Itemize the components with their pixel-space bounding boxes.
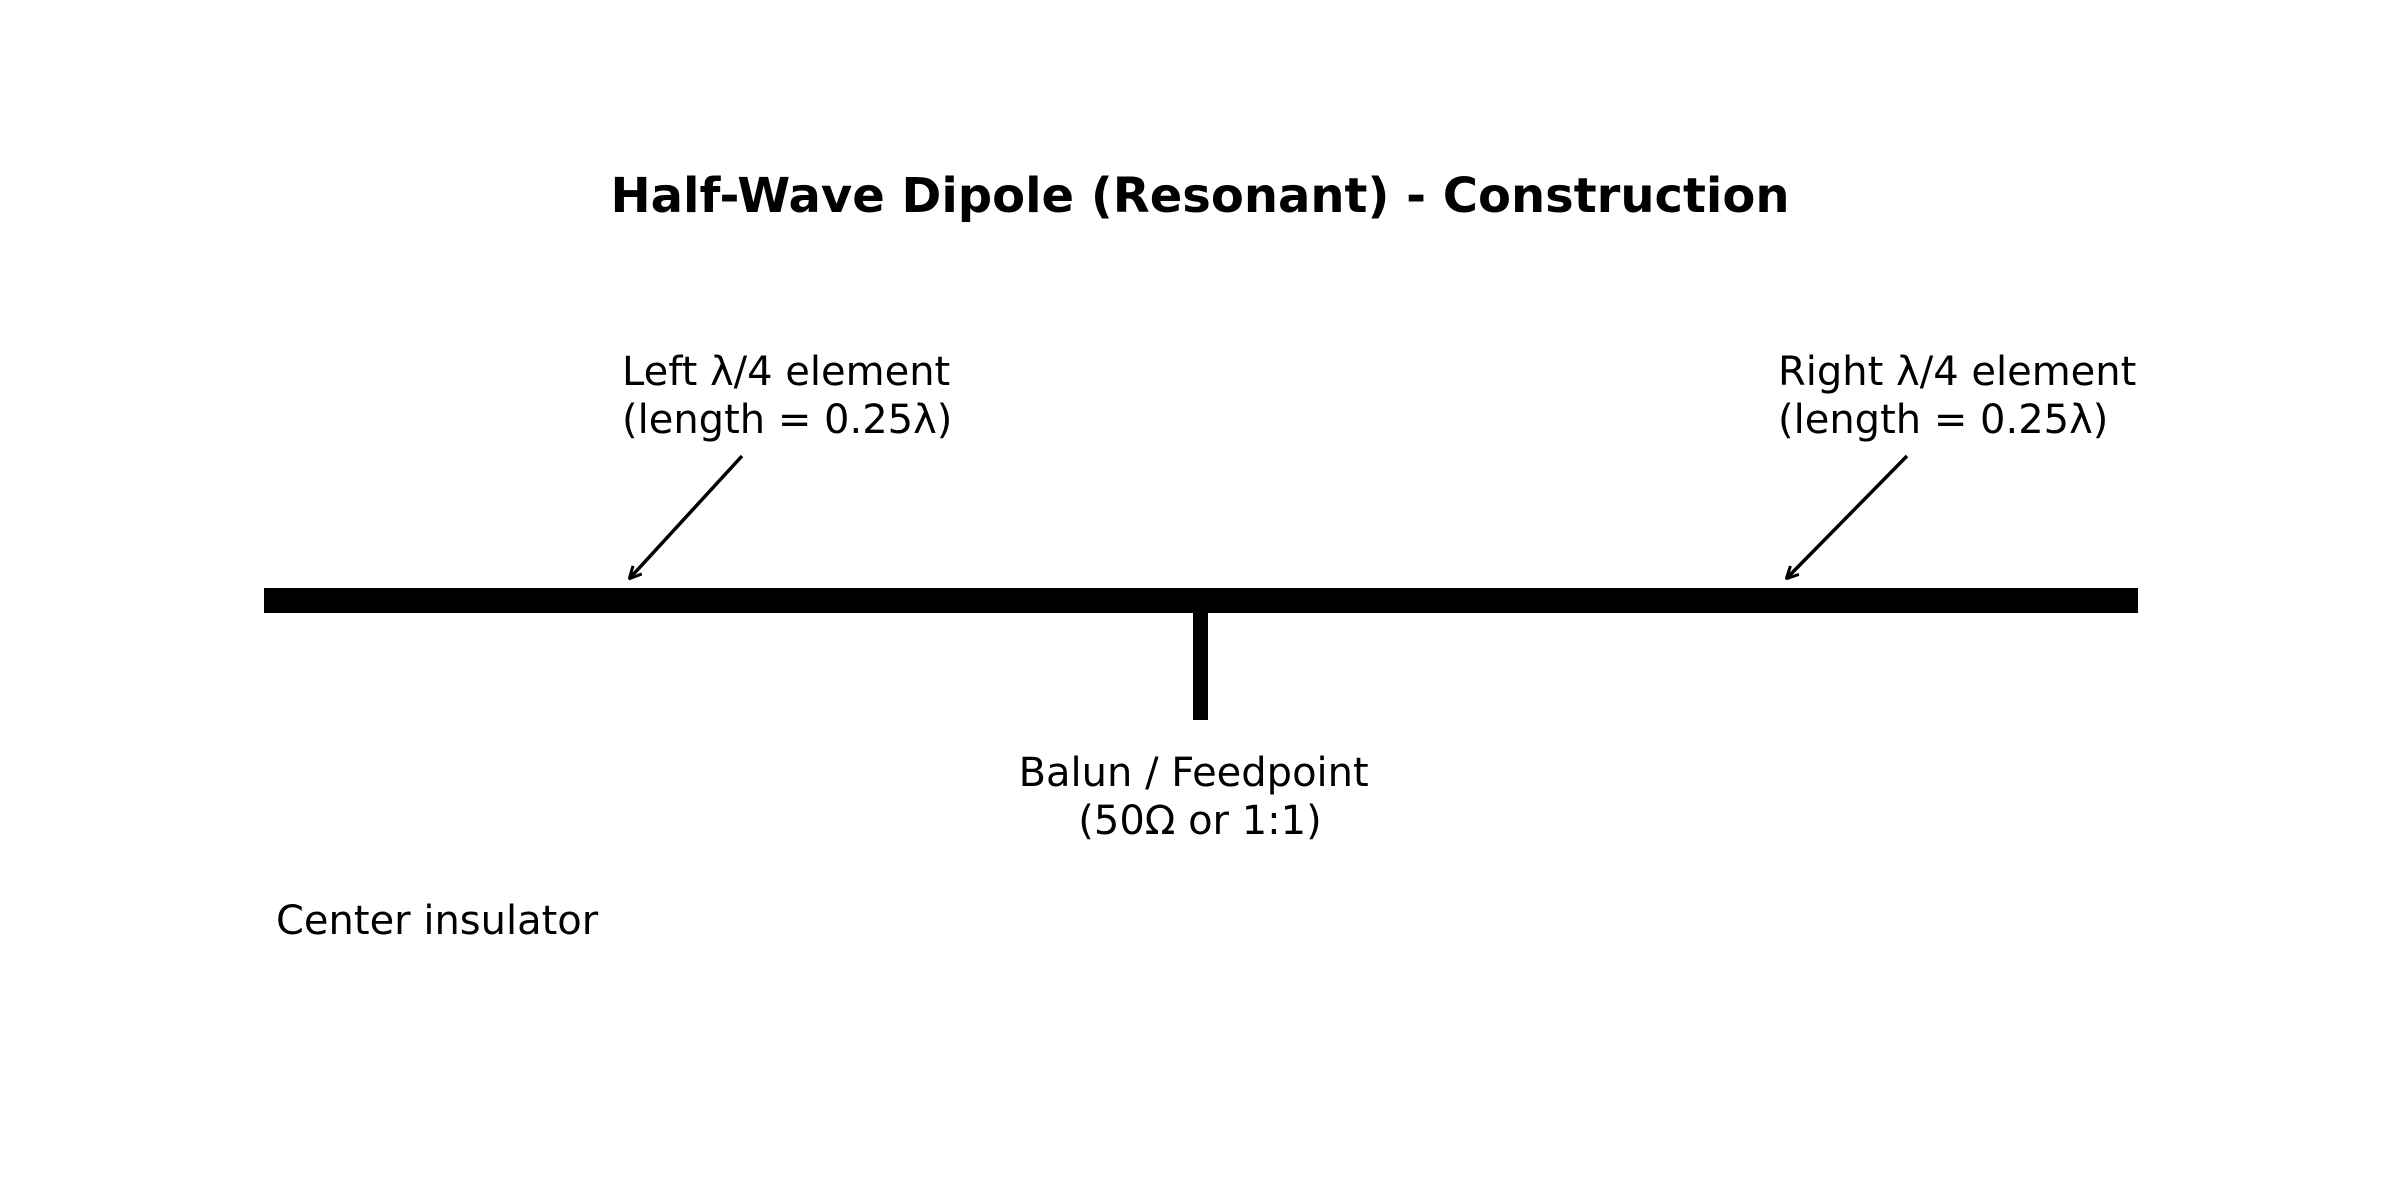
feedpoint-label-line1: Balun / Feedpoint	[1019, 750, 1369, 796]
right-element-label-line1: Right λ/4 element	[1778, 349, 2136, 395]
left-element-label: Left λ/4 element (length = 0.25λ)	[622, 349, 963, 443]
left-element-arrow	[630, 454, 744, 578]
right-element-label: Right λ/4 element (length = 0.25λ)	[1778, 349, 2149, 443]
feedline-stub	[1193, 612, 1208, 720]
right-element-arrow	[1787, 454, 1909, 578]
left-element-label-line2: (length = 0.25λ)	[622, 397, 952, 443]
diagram-title: Half-Wave Dipole (Resonant) - Constructi…	[610, 168, 1789, 224]
feedpoint-label-line2: (50Ω or 1:1)	[1078, 798, 1321, 844]
feedpoint-label: Balun / Feedpoint (50Ω or 1:1)	[1019, 750, 1382, 844]
dipole-wire	[264, 588, 2138, 613]
left-element-label-line1: Left λ/4 element	[622, 349, 950, 395]
right-element-label-line2: (length = 0.25λ)	[1778, 397, 2108, 443]
center-insulator-label: Center insulator	[276, 898, 599, 944]
